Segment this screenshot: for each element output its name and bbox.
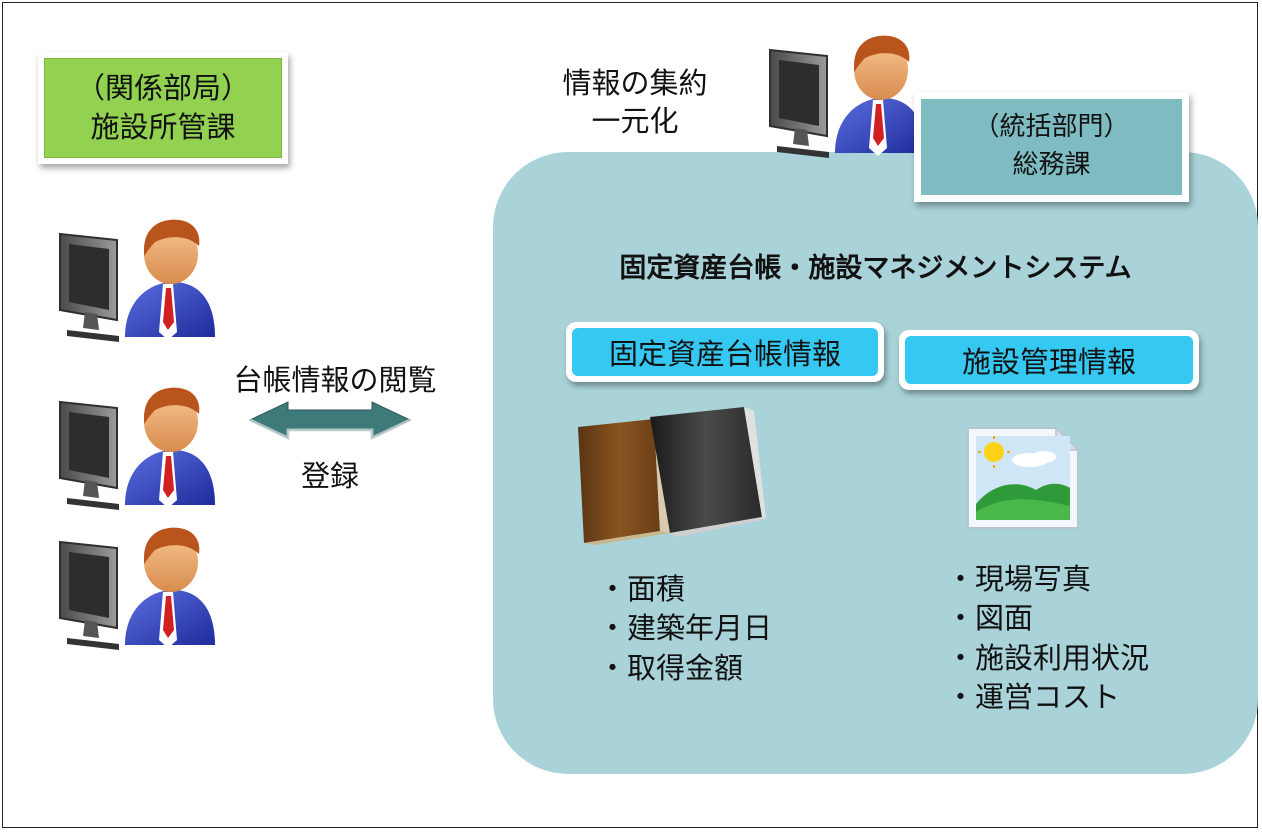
aggregation-line2: 一元化 xyxy=(591,103,679,138)
system-title: 固定資産台帳・施設マネジメントシステム xyxy=(619,253,1132,284)
department-line1: （関係部局） xyxy=(75,70,250,105)
list-item: ・現場写真 xyxy=(946,562,1092,596)
facility-info-label: 施設管理情報 xyxy=(961,345,1136,379)
ledger-items-list: ・面積 ・建築年月日 ・取得金額 xyxy=(598,570,772,688)
aggregation-line1: 情報の集約 xyxy=(562,66,708,100)
person-at-computer-icon xyxy=(59,218,215,342)
arrow-top-label: 台帳情報の閲覧 xyxy=(233,363,437,397)
admin-line2: 総務課 xyxy=(1012,150,1091,180)
person-at-computer-icon xyxy=(59,386,215,510)
ledger-info-tag: 固定資産台帳情報 xyxy=(566,322,884,382)
department-line2: 施設所管課 xyxy=(90,110,236,144)
department-box-general-affairs: （統括部門） 総務課 xyxy=(914,92,1189,202)
list-item: ・運営コスト xyxy=(946,680,1121,715)
arrow-bottom-label: 登録 xyxy=(300,459,359,493)
list-item: ・取得金額 xyxy=(598,650,744,685)
admin-line1: （統括部門） xyxy=(973,112,1130,143)
person-at-computer-icon xyxy=(59,526,215,650)
books-icon xyxy=(578,407,766,545)
list-item: ・施設利用状況 xyxy=(946,640,1150,675)
facility-items-list: ・現場写真 ・図面 ・施設利用状況 ・運営コスト xyxy=(946,560,1149,718)
list-item: ・面積 xyxy=(598,572,686,606)
person-at-computer-icon xyxy=(769,34,925,158)
facility-info-tag: 施設管理情報 xyxy=(899,330,1199,390)
aggregation-label: 情報の集約 一元化 xyxy=(545,65,725,140)
image-file-icon xyxy=(967,426,1080,529)
department-box-facility-section: （関係部局） 施設所管課 xyxy=(38,52,288,164)
ledger-info-label: 固定資産台帳情報 xyxy=(608,337,841,371)
double-arrow-icon xyxy=(248,401,412,440)
list-item: ・図面 xyxy=(946,601,1034,636)
list-item: ・建築年月日 xyxy=(598,611,773,646)
